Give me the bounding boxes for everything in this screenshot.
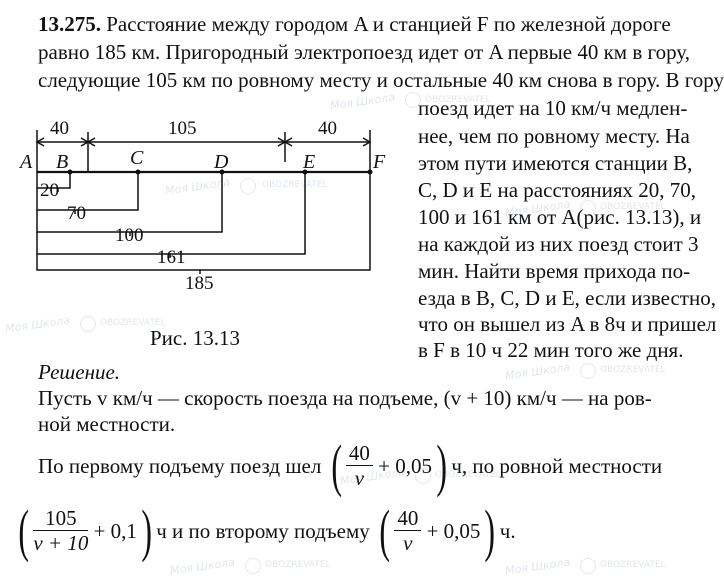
watermark-brand: OBOZREVATEL (262, 180, 328, 190)
problem-line-7: C, D и E на расстояниях 20, 70, (418, 178, 697, 202)
top-label-40-left: 40 (50, 118, 69, 139)
problem-line-13: в F в 10 ч 22 мин того же дня. (418, 338, 684, 362)
watermark-brand: OBOZREVATEL (600, 560, 666, 570)
fraction-tail: + 0,05 (378, 453, 432, 478)
problem-line-6: этом пути имеются станции B, (418, 151, 693, 175)
distance-label-161: 161 (157, 247, 186, 268)
fraction-denominator: v (354, 466, 365, 490)
arrow-left-1 (35, 137, 45, 147)
watermark-site: Моя Школа (4, 313, 71, 336)
problem-line-8: 100 и 161 км от A(рис. 13.13), и (418, 205, 702, 229)
watermark-logo-icon (580, 200, 596, 216)
station-dot-b (67, 169, 73, 175)
watermark-logo-icon (580, 363, 596, 379)
watermark-logo-icon (580, 558, 596, 574)
fraction-tail: + 0,05 (426, 518, 481, 543)
station-dot-d (219, 169, 225, 175)
problem-line-2: равно 185 км. Пригородный электропоезд и… (38, 40, 690, 64)
watermark-logo-icon (245, 558, 261, 574)
problem-line-1: 13.275. Расстояние между городом A и ста… (38, 14, 671, 35)
solution-heading: Решение. (38, 360, 121, 384)
problem-line-4: поезд идет на 10 км/ч медлен- (418, 96, 688, 120)
solution-line-1: Пусть v км/ч — скорость поезда на подъем… (38, 386, 652, 410)
right-paren: ) (141, 498, 152, 563)
watermark-logo-icon (240, 178, 256, 194)
solution-line-3-pre: По первому подъему поезд шел (38, 453, 322, 478)
watermark-brand: OBOZREVATEL (100, 318, 166, 328)
left-paren: ( (379, 498, 390, 563)
fraction-tail: + 0,1 (93, 518, 137, 543)
fraction-numerator: 40 (394, 508, 422, 531)
left-paren: ( (330, 433, 342, 498)
distance-label-20: 20 (40, 180, 59, 201)
left-paren: ( (18, 498, 29, 563)
station-label-f: F (372, 151, 386, 173)
watermark-brand: OBOZREVATEL (435, 470, 501, 480)
watermark-brand: OBOZREVATEL (600, 202, 666, 212)
station-dot-f (367, 169, 373, 175)
problem-text-1: Расстояние между городом A и станцией F … (106, 12, 671, 36)
problem-number: 13.275. (38, 12, 101, 36)
problem-line-12: что он вышел из A в 8ч и пришел (418, 312, 717, 336)
fraction-denominator: v + 10 (33, 531, 89, 555)
right-paren: ) (484, 498, 496, 563)
solution-line-4-post: ч. (499, 518, 516, 543)
watermark-logo-icon (415, 468, 431, 484)
station-label-b: B (56, 151, 68, 173)
watermark-logo-icon (80, 316, 96, 332)
problem-line-9: на каждой из них поезд стоит 3 (418, 232, 699, 256)
solution-line-4-mid: ч и по второму подъему (156, 518, 370, 543)
station-dot-e (302, 169, 308, 175)
figure-13-13: 40 105 40 A B C D E F 20 70 100 161 185 (18, 118, 386, 294)
station-label-e: E (302, 151, 315, 173)
top-label-105: 105 (168, 118, 197, 139)
fraction-numerator: 40 (345, 443, 373, 466)
watermark-logo-icon (405, 92, 421, 108)
distance-label-185: 185 (185, 273, 214, 294)
fraction-numerator: 105 (33, 508, 89, 531)
watermark-site: Моя Школа (504, 360, 571, 383)
problem-line-3: следующие 105 км по ровному месту и оста… (38, 68, 724, 92)
arrow-left-2 (86, 137, 96, 147)
distance-label-70: 70 (67, 203, 86, 224)
station-label-a: A (18, 151, 33, 173)
solution-line-2: ной местности. (38, 412, 176, 436)
watermark-brand: OBOZREVATEL (425, 95, 491, 105)
watermark-brand: OBOZREVATEL (600, 365, 666, 375)
distance-label-100: 100 (115, 225, 144, 246)
watermark-brand: OBOZREVATEL (265, 560, 331, 570)
figure-caption: Рис. 13.13 (150, 326, 240, 350)
station-label-d: D (213, 151, 229, 173)
arrow-left-3 (283, 137, 293, 147)
problem-line-5: нее, чем по ровному месту. На (418, 124, 690, 148)
brace-185 (36, 172, 371, 274)
solution-line-3-post: ч, по ровной местности (451, 453, 663, 478)
problem-line-10: мин. Найти время прихода по- (418, 259, 691, 283)
problem-line-11: езда в B, C, D и E, если известно, (418, 286, 716, 310)
arrow-right-3 (362, 137, 372, 147)
right-paren: ) (436, 433, 447, 498)
fraction-denominator: v (403, 531, 413, 555)
station-dot-c (135, 169, 141, 175)
top-label-40-right: 40 (318, 118, 337, 139)
station-label-c: C (130, 147, 144, 169)
